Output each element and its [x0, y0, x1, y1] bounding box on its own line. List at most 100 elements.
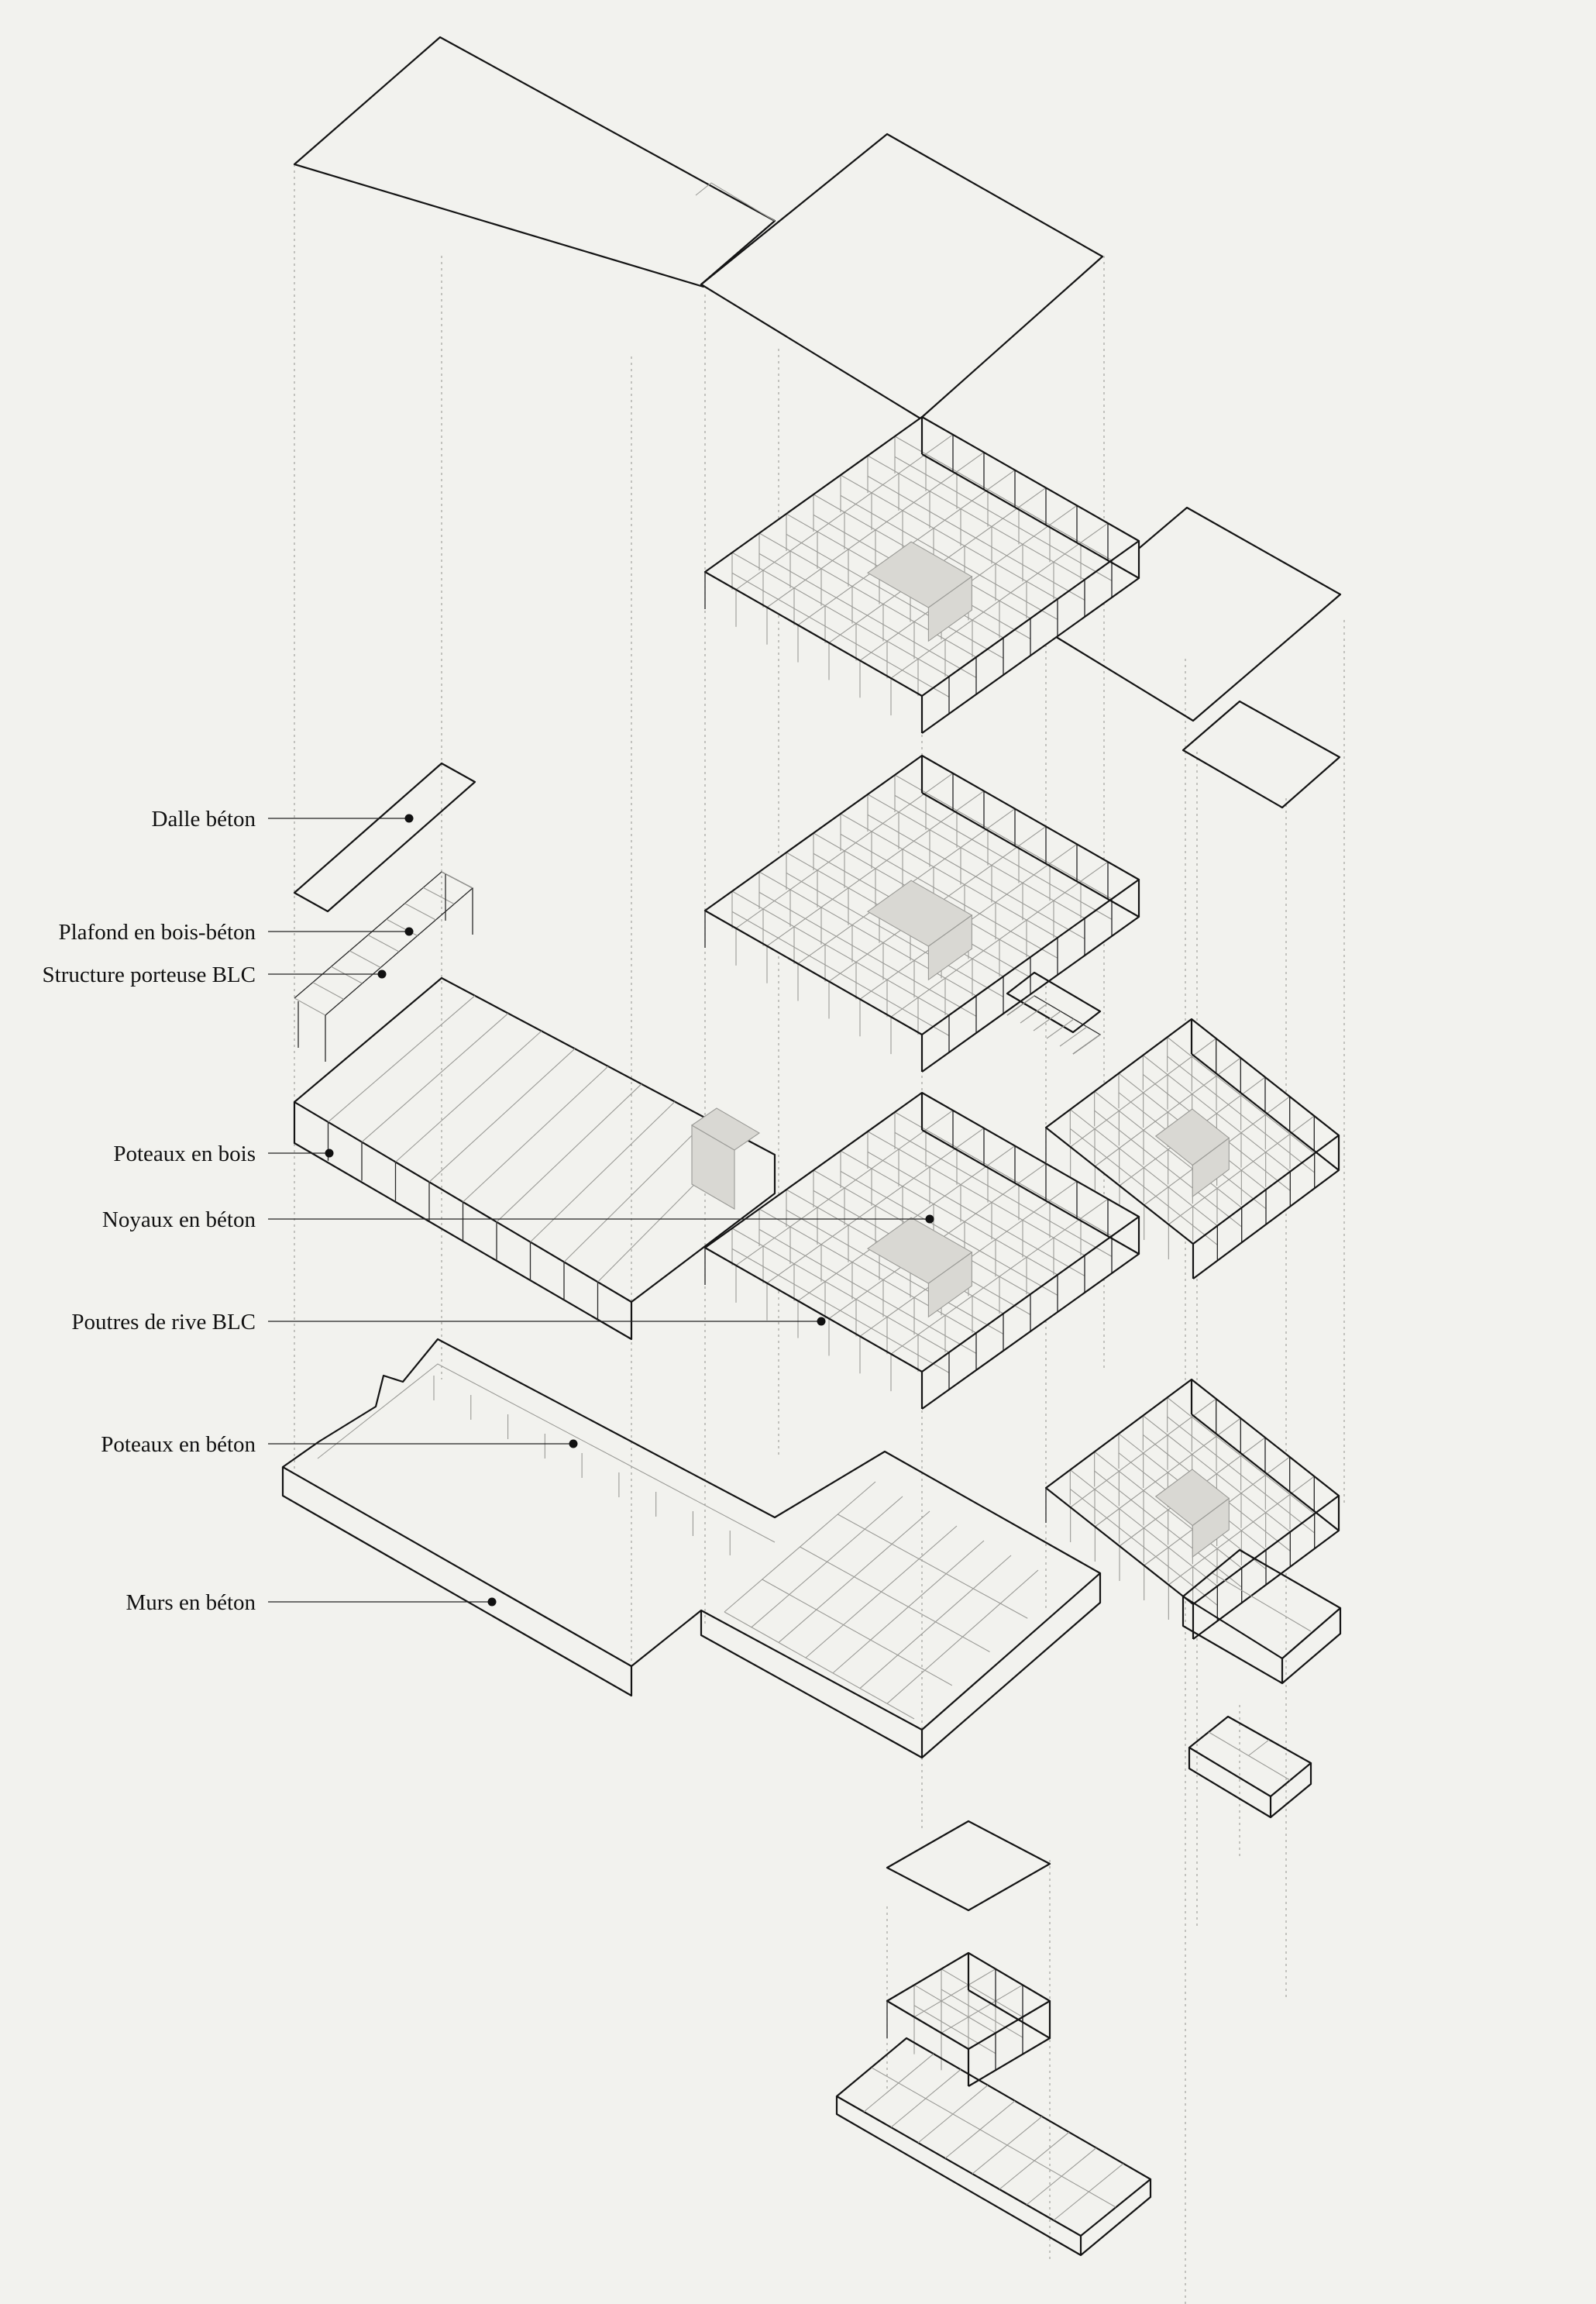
beam-line: [941, 1984, 1023, 2034]
slab-outline: [1006, 971, 1102, 1034]
blc-joist: [331, 966, 363, 984]
floor-box-east-annex: [1182, 1548, 1342, 1685]
beam-line: [758, 532, 977, 658]
ground-floor-walls: [281, 1338, 1102, 1759]
blc-joist: [1033, 1011, 1061, 1031]
beam-line: [496, 1083, 642, 1223]
beam-line: [758, 553, 977, 678]
leader-dot: [404, 927, 414, 936]
beam-line: [786, 1209, 1004, 1335]
beam-line: [563, 1119, 709, 1262]
blc-joist: [294, 997, 326, 1016]
beam-line: [894, 456, 1113, 581]
interior-wall: [317, 1363, 776, 1543]
leader-lines: [268, 814, 934, 1607]
label-noyaux-beton: Noyaux en béton: [101, 1207, 256, 1232]
roof-slab-west: [293, 36, 776, 288]
label-poteaux-bois: Poteaux en bois: [113, 1142, 256, 1166]
roof-connector: [695, 182, 776, 222]
interior-wall: [871, 2067, 1116, 2208]
beam-line: [1212, 1572, 1312, 1632]
floor-box-main-east: [703, 1091, 1140, 1410]
slab-right-face: [922, 756, 1139, 917]
beam-line: [731, 572, 950, 697]
interior-wall: [800, 1546, 990, 1652]
beam-line: [867, 475, 1085, 601]
beam-line: [758, 1208, 977, 1334]
floor-box-upper-2: [703, 754, 1140, 1073]
label-murs-beton: Murs en béton: [126, 1590, 256, 1615]
slab-outline: [281, 1338, 1102, 1731]
beam-line: [894, 1131, 1113, 1257]
slab-right-face: [968, 1953, 1050, 2038]
beam-line: [894, 794, 1113, 920]
concrete-core: [927, 914, 972, 981]
leader-dot: [404, 814, 414, 823]
slab-outline: [700, 1573, 1102, 1759]
beam-line: [840, 474, 1058, 600]
concrete-core: [927, 575, 972, 642]
leader-dot: [377, 969, 387, 979]
beam-line: [840, 1150, 1058, 1276]
leader-dot: [487, 1597, 497, 1607]
concrete-core: [1192, 1497, 1230, 1558]
blc-structure-small: [1006, 995, 1102, 1055]
label-dalle-beton: Dalle béton: [151, 807, 256, 832]
label-poutres-rive-blc: Poutres de rive BLC: [71, 1310, 256, 1335]
annex-roof-slab: [886, 1820, 1051, 1912]
beam-line: [758, 891, 977, 1017]
slab-outline: [293, 1102, 633, 1341]
blc-joist: [367, 935, 400, 952]
label-poteaux-beton: Poteaux en béton: [101, 1432, 256, 1457]
blc-joist: [312, 982, 345, 1000]
floor-box-upper-1: [703, 415, 1140, 734]
floor-box-east-1: [1044, 1018, 1340, 1279]
east-ground-block: [1188, 1715, 1312, 1819]
interior-wall: [837, 1514, 1028, 1619]
beam-line: [941, 1989, 1023, 2038]
beam-line: [913, 2005, 996, 2054]
interior-wall: [1208, 1731, 1291, 1781]
blc-joist: [441, 871, 473, 889]
interior-wall: [724, 1611, 915, 1720]
slab-outline: [281, 1467, 633, 1697]
slab-outline: [886, 1820, 1051, 1912]
beam-line: [840, 1170, 1058, 1296]
blc-joist: [1020, 1003, 1048, 1024]
blc-joist: [1046, 1018, 1075, 1039]
timber-floor-main: [293, 976, 776, 1341]
beam-line: [463, 1066, 609, 1203]
slab-outline: [700, 133, 1104, 420]
beam-line: [428, 1048, 576, 1183]
beam-line: [867, 794, 1085, 919]
blc-joist: [1006, 995, 1035, 1016]
slab-right-face: [922, 1093, 1139, 1254]
beam-line: [395, 1030, 542, 1162]
beam-line: [941, 1968, 1023, 2018]
concrete-core: [1192, 1137, 1230, 1198]
blc-joist: [404, 903, 436, 921]
slab-right-face: [922, 417, 1139, 578]
beam-line: [867, 814, 1085, 939]
blc-beam: [1006, 995, 1102, 1055]
interior-wall: [762, 1579, 953, 1686]
beam-line: [758, 1228, 977, 1354]
concrete-core: [690, 1107, 761, 1151]
leader-dot: [817, 1317, 826, 1326]
blc-structure: [294, 871, 474, 1062]
leader-dot: [569, 1439, 578, 1448]
beam-line: [731, 911, 950, 1036]
roof-slab-small: [1182, 700, 1341, 809]
beam-line: [913, 1968, 996, 2018]
beam-line: [867, 1151, 1085, 1276]
beam-line: [894, 774, 1113, 900]
beam-line: [894, 1111, 1113, 1237]
blc-joist: [349, 950, 381, 968]
building-layers: [281, 36, 1342, 2257]
beam-line: [867, 455, 1085, 580]
beam-line: [758, 871, 977, 997]
annex-ground-walls: [835, 2037, 1152, 2257]
concrete-core: [927, 1251, 972, 1318]
